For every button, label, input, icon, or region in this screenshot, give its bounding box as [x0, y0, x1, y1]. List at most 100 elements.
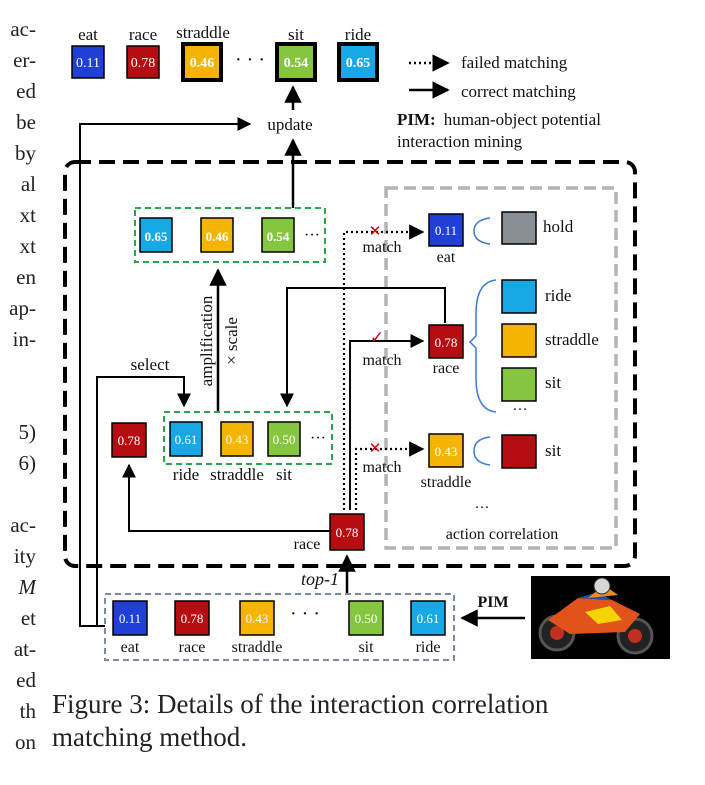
margin-line: xt — [19, 203, 36, 227]
bottom-value: 0.50 — [355, 611, 378, 626]
cand-value: 0.43 — [226, 432, 249, 447]
cand-label-straddle: straddle — [210, 465, 264, 484]
amplified-row-frame — [134, 207, 326, 263]
margin-line: at- — [13, 637, 36, 661]
match-race-correct-arrow — [349, 334, 425, 510]
margin-line: ed — [16, 668, 36, 692]
top1-text: top-1 — [301, 569, 339, 589]
top-ellipsis: · · · — [235, 49, 265, 71]
action-correlation-label: action correlation — [446, 526, 558, 543]
margin-line: er- — [13, 48, 36, 72]
score-box-ride — [337, 42, 379, 82]
margin-line: 5) — [18, 420, 37, 444]
action-correlation-frame — [384, 186, 618, 550]
corr-eat-name: eat — [437, 249, 456, 266]
select-label: select — [131, 355, 170, 374]
cand-box-ride — [169, 421, 203, 457]
top-label-sit: sit — [288, 25, 304, 44]
bottom-box-straddle — [239, 600, 275, 636]
margin-line: en — [16, 265, 36, 289]
pim-colon: : — [430, 110, 436, 129]
cand-ellipsis: ··· — [310, 430, 326, 447]
cand-value: 0.61 — [175, 432, 198, 447]
margin-line: ity — [13, 544, 36, 568]
score-value: 0.46 — [190, 56, 215, 71]
corr-sit2-label: sit — [545, 441, 561, 460]
corr-race-value: 0.78 — [435, 335, 458, 350]
bottom-box-sit — [348, 600, 384, 636]
corr-bottom-ellipsis: ··· — [475, 500, 490, 516]
race-to-candidate-arrow — [122, 463, 330, 532]
top1-race-box — [329, 513, 365, 551]
corr-eat-box — [428, 213, 464, 247]
amp-value: 0.65 — [145, 229, 168, 244]
bottom-label-ride: ride — [416, 639, 441, 656]
top1-race-value: 0.78 — [336, 525, 359, 540]
ride-box — [501, 279, 537, 314]
brace-race — [468, 279, 497, 413]
cand-label-ride: ride — [173, 465, 199, 484]
bottom-label-straddle: straddle — [232, 639, 283, 656]
amp-value: 0.54 — [267, 229, 290, 244]
match-eat-failed-arrow — [342, 224, 425, 510]
margin-line: ac- — [10, 513, 36, 537]
margin-line: xt — [19, 234, 36, 258]
legend-failed-label: failed matching — [461, 53, 568, 72]
margin-line: ed — [16, 79, 36, 103]
corr-race-name: race — [433, 360, 460, 377]
corr-straddle-label: straddle — [545, 330, 599, 349]
margin-line: in- — [12, 327, 36, 351]
margin-line: et — [20, 606, 36, 630]
margin-line: th — [19, 699, 36, 723]
left-column-text-fragments: ac- er- ed be by al xt xt en ap- in- 5) … — [0, 14, 36, 758]
bottom-row-frame — [104, 593, 455, 661]
legend: failed matching correct matching PIM:hum… — [397, 53, 601, 151]
amp-box-sit — [261, 217, 295, 253]
pim-note-line2: interaction mining — [397, 132, 523, 151]
bottom-value: 0.11 — [119, 611, 141, 626]
score-value: 0.78 — [131, 56, 156, 71]
candidate-row-frame — [163, 411, 333, 465]
corr-straddle-box — [428, 433, 464, 468]
corr-straddle-name: straddle — [421, 474, 472, 491]
top1-race-label: race — [294, 536, 321, 553]
bottom-value: 0.78 — [181, 611, 204, 626]
match-label-race: match — [362, 352, 401, 369]
margin-line: ap- — [9, 296, 36, 320]
margin-line: by — [15, 141, 36, 165]
match-label-straddle: match — [362, 459, 401, 476]
cand-label-sit: sit — [276, 465, 292, 484]
top-label-straddle: straddle — [176, 23, 230, 42]
sit-box — [501, 367, 537, 402]
brace-eat — [473, 217, 491, 245]
amp-value: 0.46 — [206, 229, 229, 244]
bottom-label-sit: sit — [358, 639, 374, 656]
pim-abbr: PIM — [397, 110, 430, 129]
bottom-label-eat: eat — [121, 639, 140, 656]
hold-box — [501, 211, 537, 245]
select-arrow — [96, 376, 191, 626]
candidate-race-value: 0.78 — [118, 433, 141, 448]
score-value: 0.54 — [284, 56, 309, 71]
cross-mark-icon: ✕ — [369, 222, 382, 240]
margin-line: be — [16, 110, 36, 134]
top1-label: top-1 — [301, 569, 339, 589]
sit-box-2 — [501, 434, 537, 469]
figure-caption: Figure 3: Details of the interaction cor… — [52, 689, 549, 752]
loop-to-update-line — [79, 117, 252, 627]
bottom-box-race — [174, 600, 210, 636]
bottom-value: 0.43 — [246, 611, 269, 626]
amplified-row: 0.65 0.46 0.54 ··· — [134, 207, 326, 263]
bottom-label-race: race — [179, 639, 206, 656]
amplification-label: amplification — [197, 295, 216, 386]
top-label-eat: eat — [78, 25, 98, 44]
legend-correct-label: correct matching — [461, 82, 576, 101]
score-box-eat — [71, 45, 105, 79]
score-box-race — [126, 45, 160, 79]
corr-race-ellipsis: ··· — [513, 402, 528, 418]
update-label: update — [267, 115, 312, 134]
margin-line: 6) — [18, 451, 37, 475]
match-label-eat: match — [362, 239, 401, 256]
corr-sit-label: sit — [545, 373, 561, 392]
margin-line: on — [15, 730, 36, 754]
